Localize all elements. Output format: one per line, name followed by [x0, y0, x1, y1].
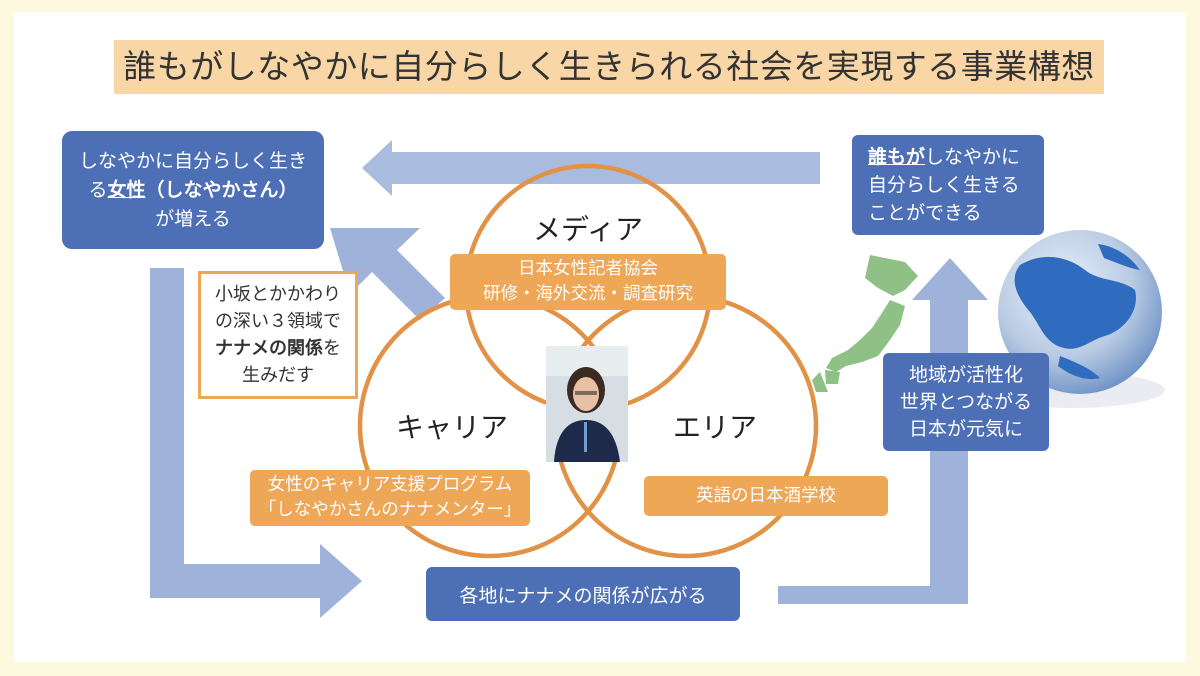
note-line4: 生みだす — [242, 365, 314, 386]
top-right-bold: 誰もが — [868, 146, 926, 168]
circle-area-label: エリア — [672, 411, 757, 444]
top-left-line2-pre: る — [88, 178, 108, 201]
top-right-line1-rest: しなやかに — [925, 146, 1021, 168]
note-line3-rest: を — [323, 338, 341, 359]
top-left-bold: 女性 — [107, 178, 146, 201]
person-icon — [546, 346, 628, 462]
career-line2: 「しなやかさんのナナメンター」 — [258, 500, 522, 520]
bottom-box: 各地にナナメの関係が広がる — [426, 567, 740, 621]
right-line2: 世界とつながる — [899, 390, 1033, 413]
top-right-line1: 誰もがしなやかに — [868, 143, 1020, 171]
career-box: 女性のキャリア支援プログラム 「しなやかさんのナナメンター」 — [250, 470, 530, 526]
media-line1: 日本女性記者協会 — [518, 259, 658, 279]
top-right-box: 誰もがしなやかに 自分らしく生きる ことができる — [852, 135, 1044, 235]
diagonal-arrow-shape — [330, 228, 445, 320]
circle-career-label: キャリア — [395, 411, 508, 444]
top-right-line3: ことができる — [868, 202, 982, 224]
top-left-line1: しなやかに自分らしく生き — [78, 149, 307, 172]
right-line3: 日本が元気に — [908, 417, 1023, 440]
career-line1: 女性のキャリア支援プログラム — [267, 475, 513, 495]
japan-map-icon — [812, 255, 918, 392]
right-up-arrow — [778, 258, 988, 604]
media-line2: 研修・海外交流・調査研究 — [483, 284, 693, 304]
portrait-photo — [546, 346, 628, 462]
left-bottom-arrow — [150, 268, 362, 618]
top-left-line3: が増える — [155, 207, 231, 230]
note-bold: ナナメの関係 — [215, 338, 323, 359]
top-left-box: しなやかに自分らしく生き る女性（しなやかさん） が増える — [62, 131, 324, 249]
note-line3: ナナメの関係を — [215, 335, 341, 362]
right-line1: 地域が活性化 — [908, 363, 1023, 386]
circle-media-label: メディア — [532, 213, 644, 246]
bottom-label: 各地にナナメの関係が広がる — [459, 584, 707, 607]
top-left-paren: （しなやかさん） — [145, 178, 298, 201]
area-box: 英語の日本酒学校 — [644, 476, 888, 516]
right-box: 地域が活性化 世界とつながる 日本が元気に — [883, 353, 1049, 451]
note-line1: 小坂とかかわり — [215, 284, 341, 305]
media-box: 日本女性記者協会 研修・海外交流・調査研究 — [450, 254, 726, 310]
top-right-line2: 自分らしく生きる — [868, 174, 1020, 196]
note-line2: の深い３領域で — [215, 311, 341, 332]
top-left-line2: る女性（しなやかさん） — [88, 176, 297, 205]
area-line1: 英語の日本酒学校 — [696, 485, 836, 506]
note-box: 小坂とかかわり の深い３領域で ナナメの関係を 生みだす — [198, 271, 358, 399]
page-title: 誰もがしなやかに自分らしく生きられる社会を実現する事業構想 — [114, 40, 1104, 94]
